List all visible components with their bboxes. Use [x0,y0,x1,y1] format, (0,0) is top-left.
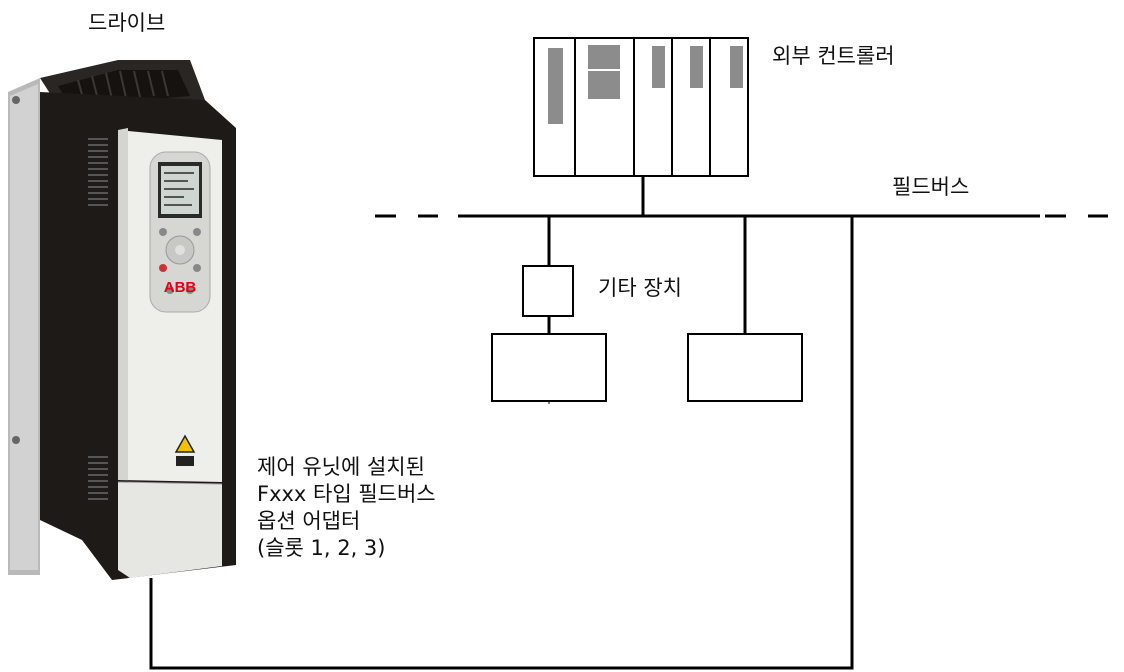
warning-icon [174,434,196,453]
abb-logo: ABB [164,279,197,296]
drive-connection-line [149,216,854,670]
drive-image: ABB [8,60,236,580]
device-box-1 [491,333,607,402]
external-controller [533,37,749,177]
fieldbus-label: 필드버스 [892,175,970,199]
external-controller-label: 외부 컨트롤러 [772,44,895,68]
adapter-label-line-4: (슬롯 1, 2, 3) [257,536,386,560]
device-small-box [522,265,574,317]
adapter-label-line-3: 옵션 어댑터 [257,509,361,533]
adapter-label-line-2: Fxxx 타입 필드버스 [257,482,436,506]
drive-label: 드라이브 [88,11,166,35]
adapter-label-line-1: 제어 유닛에 설치된 [257,455,425,479]
other-devices [491,265,803,402]
device-box-2 [687,333,803,402]
other-devices-label: 기타 장치 [598,276,682,300]
adapter-label: 제어 유닛에 설치된 Fxxx 타입 필드버스 옵션 어댑터 (슬롯 1, 2,… [257,454,436,562]
